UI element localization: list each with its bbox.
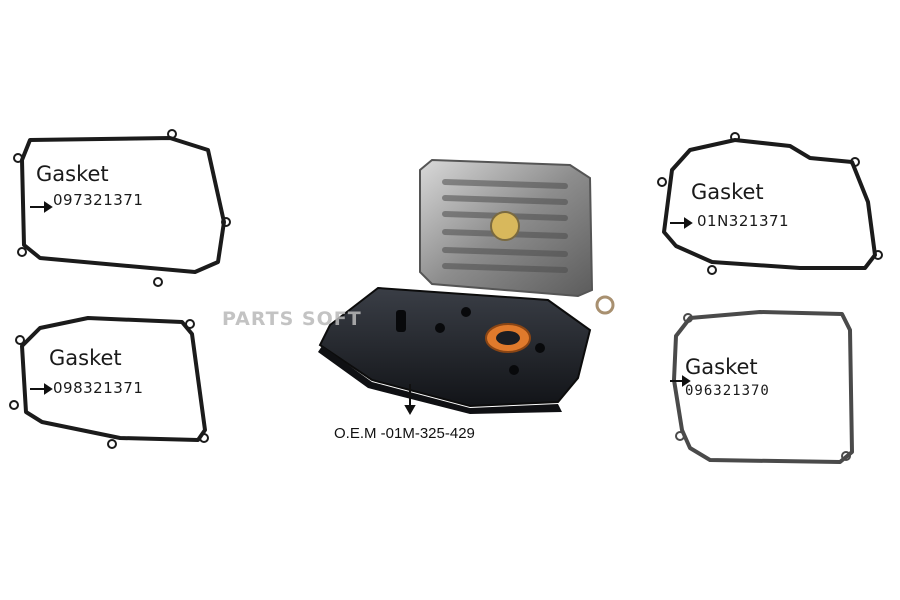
o-ring (595, 295, 615, 315)
filter-pan (318, 286, 592, 414)
gasket-part-number: 098321371 (53, 379, 144, 397)
oem-label: O.E.M -01M-325-429 (334, 425, 475, 442)
filter-screen (419, 158, 594, 298)
pointer-arrows (30, 201, 693, 416)
gasket-097321371 (13, 129, 231, 287)
gasket-title: Gasket (36, 162, 109, 186)
watermark-text: PARTS SOFT (222, 308, 362, 330)
gasket-part-number: 096321370 (685, 383, 770, 399)
gasket-part-number: 097321371 (53, 191, 144, 209)
gasket-part-number: 01N321371 (697, 212, 790, 230)
gasket-title: Gasket (685, 355, 758, 379)
gasket-098321371 (9, 316, 209, 449)
gasket-01N321371 (657, 132, 883, 275)
gasket-title: Gasket (691, 180, 764, 204)
gasket-096321370 (672, 310, 854, 464)
gasket-title: Gasket (49, 346, 122, 370)
